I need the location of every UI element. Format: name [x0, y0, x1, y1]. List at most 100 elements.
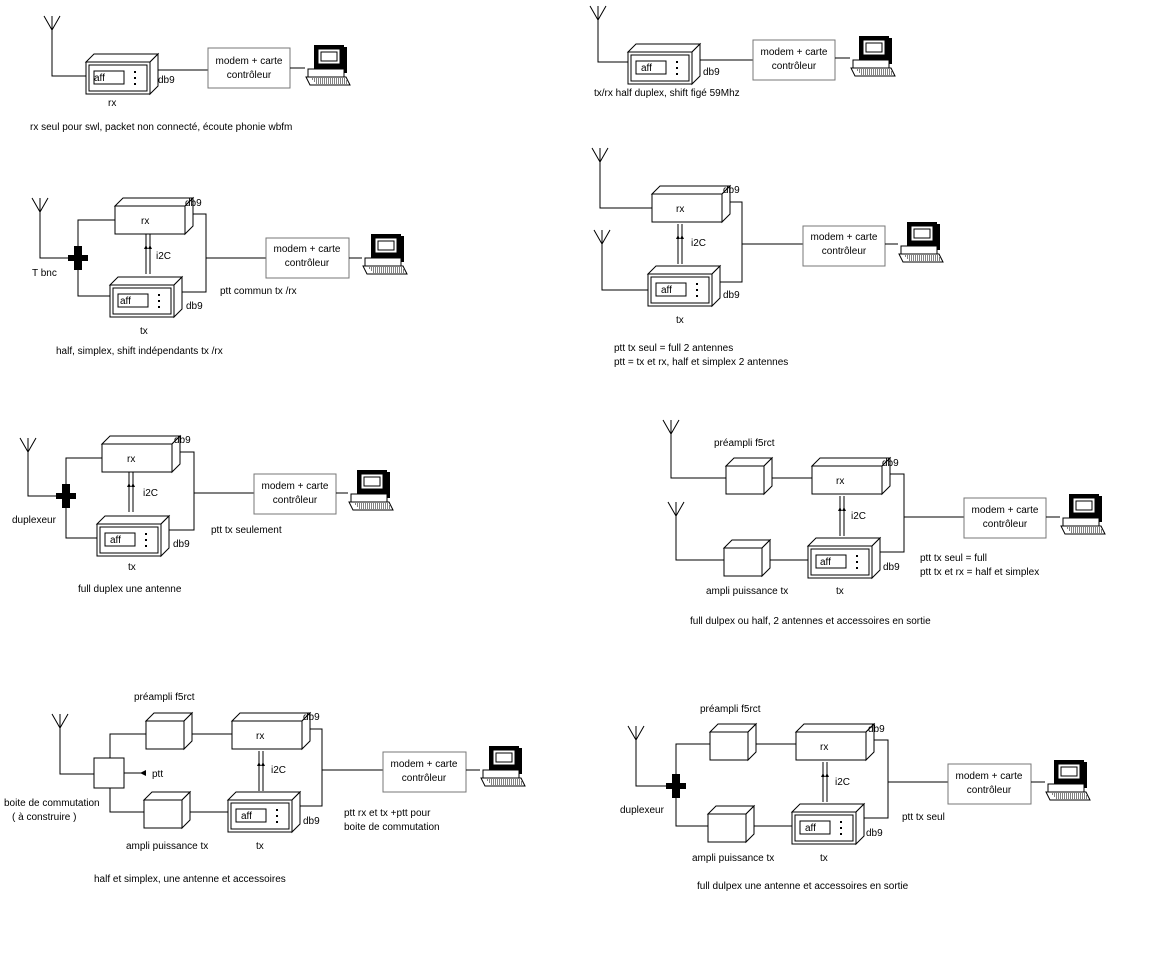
antenna-icon [627, 725, 645, 741]
antenna-icon [31, 197, 49, 213]
modem-label: modem + carte [811, 232, 878, 243]
computer-icon [305, 44, 351, 86]
rx-module [231, 712, 311, 750]
tx-label: tx [140, 326, 148, 337]
computer-icon [1045, 759, 1091, 801]
ptt-note: ptt rx et tx +ptt pour [344, 808, 431, 819]
i2c-label: i2C [271, 765, 286, 776]
modem-box [382, 751, 467, 793]
caption: full dulpex ou half, 2 antennes et acces… [690, 616, 931, 627]
caption: full duplex une antenne [78, 584, 182, 595]
computer-icon [850, 35, 896, 77]
modem-box [265, 237, 350, 279]
ptt-note: ptt tx seul = full [920, 553, 987, 564]
i2c-label: i2C [835, 777, 850, 788]
db9-label: db9 [866, 828, 883, 839]
antenna-icon [43, 15, 61, 31]
computer-icon [898, 221, 944, 263]
i2c-label: i2C [156, 251, 171, 262]
antenna-icon [662, 419, 680, 435]
caption: half, simplex, shift indépendants tx /rx [56, 346, 223, 357]
modem-label: contrôleur [772, 61, 817, 72]
modem-label: contrôleur [402, 773, 447, 784]
preampli-box [709, 723, 757, 761]
rx-label: rx [676, 204, 684, 215]
boite-label: boite de commutation [4, 798, 100, 809]
modem-label: modem + carte [274, 244, 341, 255]
modem-box [947, 763, 1032, 805]
ptt-note: ptt tx seul [902, 812, 945, 823]
tx-radio [96, 515, 170, 557]
db9-label: db9 [703, 67, 720, 78]
preampli-label: préampli f5rct [134, 692, 195, 703]
duplexer-icon [666, 774, 686, 798]
ampli-box [143, 791, 191, 829]
i2c-label: i2C [143, 488, 158, 499]
ampli-label: ampli puissance tx [126, 841, 208, 852]
modem-label: contrôleur [983, 519, 1028, 530]
diagram-two-antennas: rx i2C aff db9 db9 modem + carte contrôl… [591, 147, 944, 368]
preampli-label: préampli f5rct [714, 438, 775, 449]
ampli-box [707, 805, 755, 843]
diagram-full-duplex-one-antenna: duplexeur rx i2C aff db9 db9 modem + car… [12, 435, 394, 595]
antenna-icon [667, 501, 685, 517]
boite-label: ( à construire ) [12, 812, 76, 823]
rx-module [795, 723, 875, 761]
db9-label: db9 [723, 290, 740, 301]
modem-box [253, 473, 337, 515]
preampli-box [145, 712, 193, 750]
duplexeur-label: duplexeur [12, 515, 57, 526]
db9-label: db9 [158, 75, 175, 86]
db9-label: db9 [303, 816, 320, 827]
switching-box [93, 757, 125, 789]
diagram-duplexer-accessories: duplexeur préampli f5rct rx ampli puissa… [620, 704, 1091, 892]
i2c-link [820, 761, 830, 803]
diagram-half-duplex-fixed-shift: aff db9 modem + carte contrôleur tx/rx h… [589, 5, 896, 99]
tx-radio [791, 803, 865, 845]
modem-label: modem + carte [216, 56, 283, 67]
db9-label: db9 [882, 458, 899, 469]
computer-icon [480, 745, 526, 787]
ptt-note: ptt commun tx /rx [220, 286, 297, 297]
modem-label: modem + carte [391, 759, 458, 770]
modem-box [752, 39, 836, 81]
ampli-label: ampli puissance tx [706, 586, 788, 597]
tx-label: tx [128, 562, 136, 573]
ptt-note: ptt tx seulement [211, 525, 282, 536]
t-bnc-connector [68, 246, 88, 270]
db9-label: db9 [185, 198, 202, 209]
rx-label: rx [256, 731, 264, 742]
caption: half et simplex, une antenne et accessoi… [94, 874, 286, 885]
aff-label: aff [241, 811, 252, 822]
modem-box [963, 497, 1047, 539]
tx-label: tx [820, 853, 828, 864]
ptt-label: ptt [152, 769, 163, 780]
i2c-link [675, 223, 685, 265]
i2c-label: i2C [851, 511, 866, 522]
preampli-label: préampli f5rct [700, 704, 761, 715]
duplexer-icon [56, 484, 76, 508]
rx-label: rx [820, 742, 828, 753]
aff-label: aff [641, 63, 652, 74]
db9-label: db9 [303, 712, 320, 723]
i2c-link [837, 495, 847, 537]
ptt-note: ptt tx et rx = half et simplex [920, 567, 1039, 578]
antenna-icon [593, 229, 611, 245]
antenna-icon [589, 5, 607, 21]
db9-label: db9 [174, 435, 191, 446]
diagram-half-simplex-independent: T bnc rx i2C aff db9 db9 modem + carte c… [31, 197, 408, 357]
computer-icon [348, 469, 394, 511]
modem-label: modem + carte [956, 771, 1023, 782]
tx-radio [647, 265, 721, 307]
modem-box [207, 47, 291, 89]
tx-radio [227, 791, 301, 833]
rx-label: rx [127, 454, 135, 465]
tx-radio [807, 537, 881, 579]
rx-label: rx [836, 476, 844, 487]
db9-label: db9 [883, 562, 900, 573]
db9-label: db9 [723, 185, 740, 196]
rx-module [651, 185, 731, 223]
ptt-note: boite de commutation [344, 822, 440, 833]
rx-module [101, 435, 181, 473]
